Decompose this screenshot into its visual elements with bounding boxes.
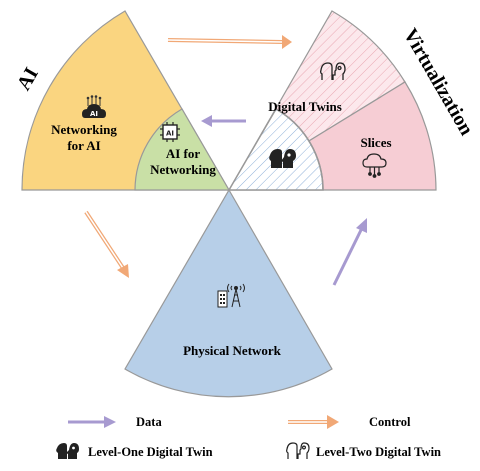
- cloud-network-icon: [362, 153, 387, 178]
- filled-head-icon: [56, 443, 79, 459]
- svg-text:AI: AI: [90, 110, 98, 118]
- control-arrow-ai-to-virtualization: [167, 35, 292, 49]
- control-arrow-ai-to-physical: [84, 210, 129, 278]
- base-station-icon: [217, 283, 245, 308]
- ai-cloud-icon: AI: [82, 95, 106, 118]
- legend-level-two-label: Level-Two Digital Twin: [316, 445, 441, 459]
- legend-level-two: Level-Two Digital Twin: [286, 442, 441, 459]
- digital-twins-outer-arc: [275, 108, 324, 191]
- outline-head-icon: [286, 442, 310, 459]
- legend-data-label: Data: [136, 415, 162, 429]
- legend-control-label: Control: [369, 415, 411, 429]
- ai-for-networking-sector: [134, 108, 231, 191]
- legend-level-one-label: Level-One Digital Twin: [88, 445, 213, 459]
- slices-label: Slices: [360, 135, 391, 150]
- legend-level-one: Level-One Digital Twin: [56, 443, 213, 459]
- legend-control: Control: [288, 415, 411, 429]
- ai-title: AI: [13, 64, 43, 94]
- filled-head-icon: [269, 149, 296, 168]
- ai-chip-icon: AI: [160, 122, 180, 142]
- data-arrow-digital-twins-to-ai: [201, 115, 246, 127]
- data-arrow-physical-to-virtualization: [332, 218, 367, 286]
- legend-data: Data: [68, 415, 162, 429]
- physical-network-label: Physical Network: [183, 343, 282, 358]
- digital-twins-label: Digital Twins: [268, 99, 342, 114]
- outline-head-icon: [320, 62, 346, 80]
- svg-text:AI: AI: [166, 130, 174, 138]
- physical-network-sector: [124, 188, 333, 398]
